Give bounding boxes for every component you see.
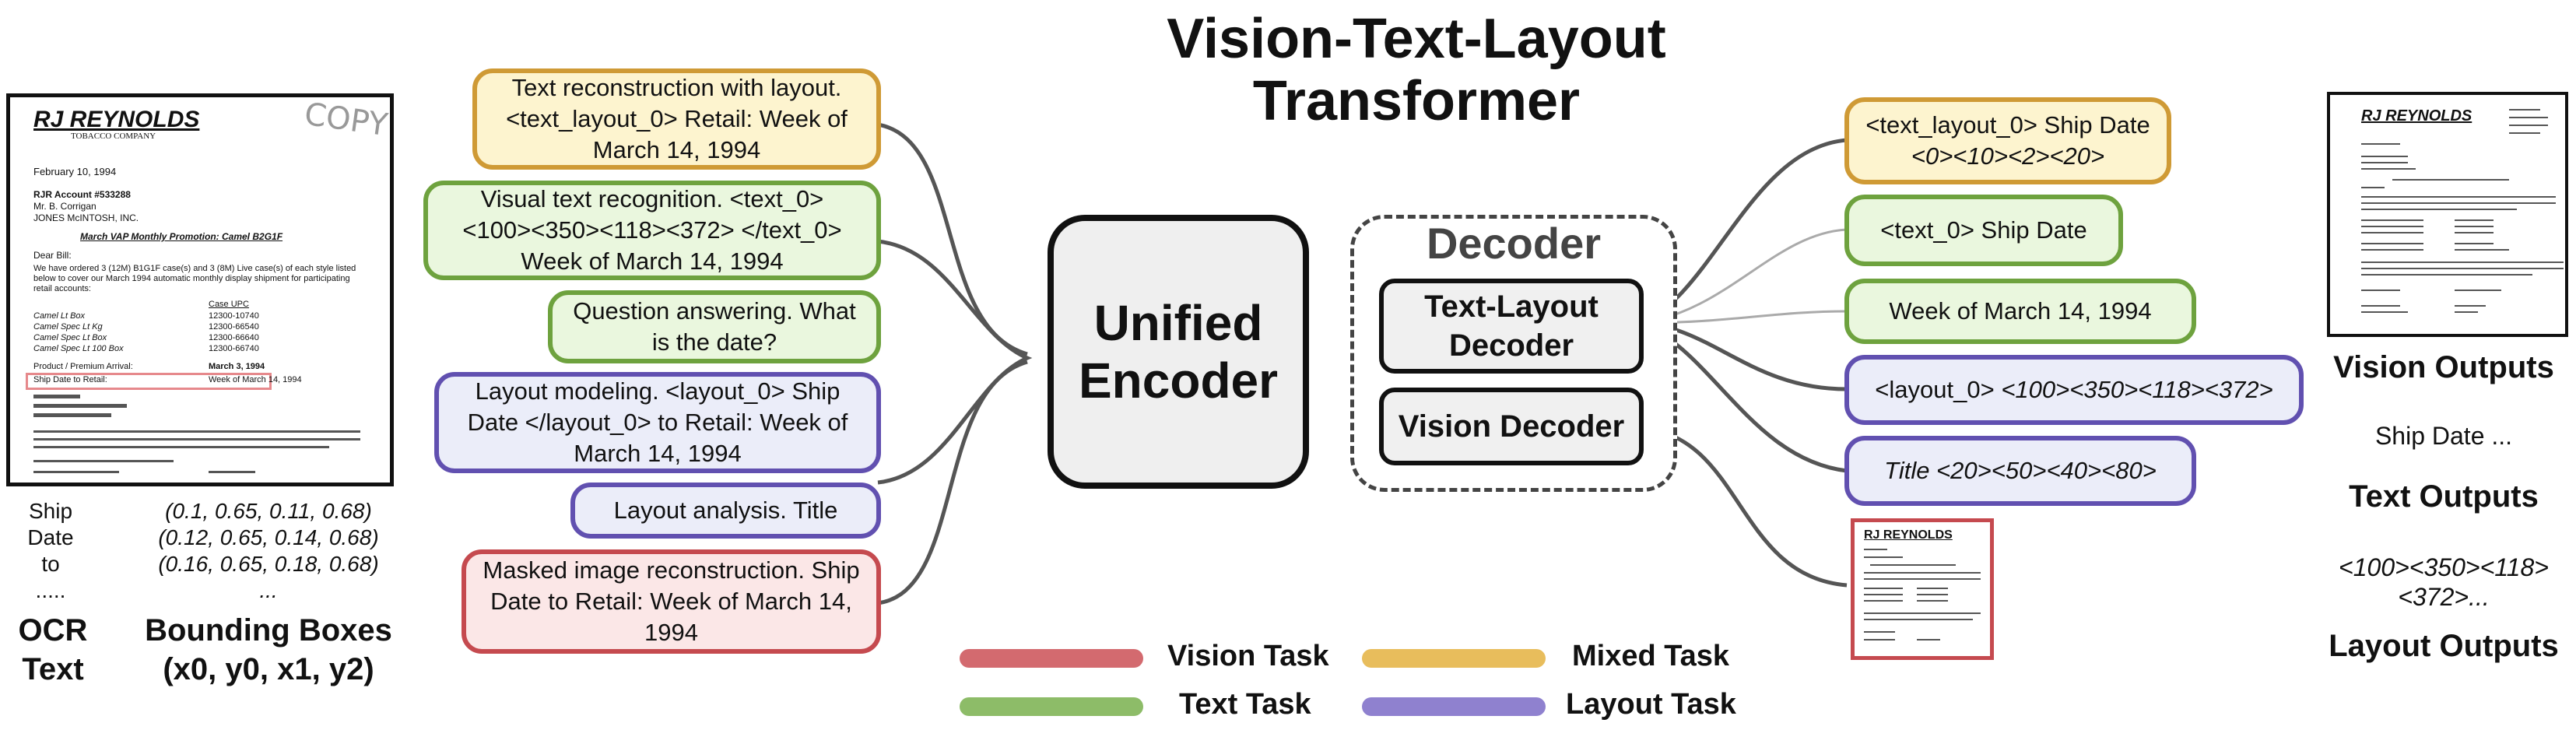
doc-item-code: 12300-66540 [209, 322, 259, 332]
legend-layout-bar [1362, 697, 1546, 716]
task-visual-text-recognition: Visual text recognition. <text_0> <100><… [423, 181, 881, 280]
doc-ship-label: Ship Date to Retail: [33, 375, 107, 384]
doc-ship-value: Week of March 14, 1994 [209, 375, 302, 384]
doc-date: February 10, 1994 [33, 166, 117, 177]
output-answer: Week of March 14, 1994 [1844, 279, 2196, 344]
vision-output-document: RJ REYNOLDS [2327, 92, 2568, 337]
legend-mixed-label: Mixed Task [1572, 640, 1730, 672]
wire-task6 [877, 360, 1028, 605]
doc-item-code: 12300-66740 [209, 344, 259, 353]
layout-outputs-label: Layout Outputs [2329, 629, 2559, 663]
doc-item-name: Camel Spec Lt 100 Box [33, 344, 124, 353]
doc-greeting: Dear Bill: [33, 250, 72, 261]
doc-stamp: COPY [302, 96, 390, 144]
doc-case-upc: Case UPC [209, 300, 249, 309]
doc-item-row: Camel Spec Lt Kg 12300-66540 [33, 321, 345, 332]
bbox-list: (0.1, 0.65, 0.11, 0.68)(0.12, 0.65, 0.14… [140, 498, 397, 604]
doc-item-name: Camel Spec Lt Kg [33, 322, 103, 332]
input-document: RJ REYNOLDS TOBACCO COMPANY COPY Februar… [6, 93, 394, 486]
unified-encoder: Unified Encoder [1048, 215, 1309, 489]
doc-item-row: Camel Spec Lt Box 12300-66640 [33, 332, 345, 343]
legend-vision-bar [960, 649, 1143, 668]
bbox-coords: (0.16, 0.65, 0.18, 0.68) [158, 552, 379, 576]
vision-decoder: Vision Decoder [1379, 388, 1644, 465]
doc-account: RJR Account #533288 [33, 189, 131, 200]
doc-arrival-value: March 3, 1994 [209, 362, 265, 371]
legend-mixed-bar [1362, 649, 1546, 668]
doc-item-name: Camel Lt Box [33, 311, 86, 321]
output-text-layout: <text_layout_0> Ship Date <0><10><2><20> [1844, 97, 2171, 184]
layout-output-example: <100><350><118><372>... [2339, 553, 2549, 611]
doc-item-code: 12300-66640 [209, 333, 259, 342]
ocr-highlight-box [26, 373, 272, 390]
task-masked-image-reconstruction: Masked image reconstruction. Ship Date t… [462, 549, 881, 654]
legend-vision-label: Vision Task [1167, 640, 1329, 672]
out-doc-logo: RJ REYNOLDS [2361, 107, 2472, 125]
vision-outputs-label: Vision Outputs [2333, 350, 2554, 384]
page-title: Vision-Text-Layout Transformer [1066, 8, 1767, 132]
output-layout: <layout_0> <100><350><118><372> [1844, 355, 2304, 425]
output-text: <text_0> Ship Date [1844, 195, 2123, 266]
doc-item-code: 12300-10740 [209, 311, 259, 321]
doc-subject: March VAP Monthly Promotion: Camel B2G1F [80, 231, 283, 242]
text-outputs-label: Text Outputs [2349, 479, 2539, 514]
text-output-example: Ship Date ... [2374, 422, 2513, 450]
doc-company: JONES McINTOSH, INC. [33, 212, 139, 223]
output-title-layout: Title <20><50><40><80> [1844, 436, 2196, 506]
doc-item-name: Camel Spec Lt Box [33, 333, 107, 342]
doc-attn: Mr. B. Corrigan [33, 201, 97, 212]
ocr-text-label: OCR Text [18, 613, 88, 686]
legend-text-label: Text Task [1179, 688, 1311, 721]
wire-task1 [877, 122, 1028, 356]
ocr-word: Date [27, 525, 74, 549]
ocr-word: to [41, 552, 60, 576]
doc-item-row: Camel Spec Lt 100 Box 12300-66740 [33, 343, 345, 354]
doc-item-row: Camel Lt Box 12300-10740 [33, 311, 345, 321]
doc-logo: RJ REYNOLDS [33, 107, 200, 132]
ocr-word: Ship [28, 499, 73, 523]
thumb-logo: RJ REYNOLDS [1864, 528, 1953, 542]
legend-layout-label: Layout Task [1566, 688, 1736, 721]
page-title-text: Vision-Text-Layout Transformer [1167, 8, 1666, 132]
doc-arrival-label: Product / Premium Arrival: [33, 362, 133, 371]
bbox-coords: ... [259, 578, 278, 602]
task-question-answering: Question answering. What is the date? [548, 290, 881, 363]
bbox-label: Bounding Boxes (x0, y0, x1, y2) [145, 613, 392, 686]
decoder-title: Decoder [1426, 219, 1602, 268]
doc-logo-sub: TOBACCO COMPANY [71, 132, 156, 141]
brace-line [877, 239, 1033, 485]
bbox-coords: (0.12, 0.65, 0.14, 0.68) [158, 525, 379, 549]
doc-body: We have ordered 3 (12M) B1G1F case(s) an… [33, 264, 356, 293]
task-layout-analysis: Layout analysis. Title [570, 483, 881, 539]
ocr-word: ..... [35, 578, 66, 602]
task-text-reconstruction: Text reconstruction with layout. <text_l… [472, 68, 881, 170]
legend-text-bar [960, 697, 1143, 716]
text-layout-decoder: Text-Layout Decoder [1379, 279, 1644, 374]
task-layout-modeling: Layout modeling. <layout_0> Ship Date </… [434, 372, 881, 473]
vision-output-thumbnail: RJ REYNOLDS [1851, 518, 1994, 660]
bbox-coords: (0.1, 0.65, 0.11, 0.68) [165, 499, 372, 523]
